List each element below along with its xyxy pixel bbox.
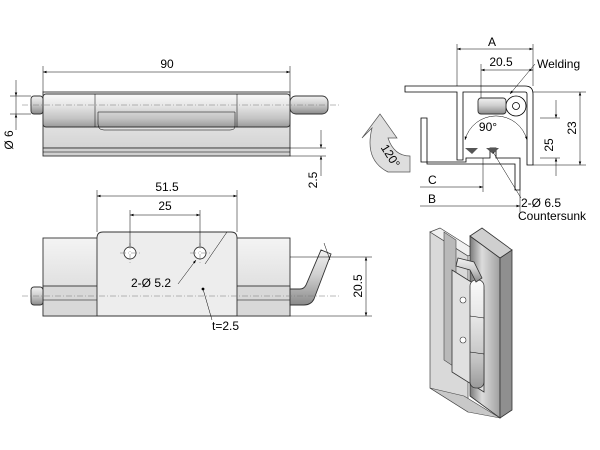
front-view-leaf bbox=[96, 231, 238, 317]
dim-overall-length: 90 bbox=[160, 57, 174, 71]
front-view: 51.5 25 2-Ø 5.2 20.5 t=2.5 bbox=[22, 180, 372, 333]
side-view-lower-leaf bbox=[420, 117, 521, 191]
note-countersunk: Countersunk bbox=[518, 209, 587, 223]
top-view-slot bbox=[97, 111, 236, 131]
side-view-upper-bracket bbox=[404, 85, 534, 166]
note-front-holes: 2-Ø 5.2 bbox=[131, 276, 171, 290]
dim-a-inner: 20.5 bbox=[489, 55, 513, 69]
dim-hole-spacing: 25 bbox=[158, 199, 172, 213]
dim-angle-90: 90° bbox=[479, 120, 497, 134]
dim-front-height: 20.5 bbox=[351, 274, 365, 298]
dim-pin-diameter: Ø 6 bbox=[2, 130, 16, 150]
rotate-arrow-icon bbox=[361, 113, 411, 173]
dim-leaf-width: 51.5 bbox=[155, 180, 179, 194]
front-view-bent-handle bbox=[289, 249, 332, 306]
top-view-barrel bbox=[42, 93, 291, 128]
iso-bent-handle bbox=[455, 257, 483, 283]
dim-side-offset: 25 bbox=[542, 138, 556, 152]
iso-hinge-barrel bbox=[469, 279, 485, 389]
isometric-view bbox=[429, 227, 513, 419]
dim-c: C bbox=[428, 173, 437, 187]
note-thickness: t=2.5 bbox=[212, 319, 239, 333]
side-view: 90° 120° A 20.5 Welding 23 25 C bbox=[361, 35, 587, 223]
dim-side-height: 23 bbox=[565, 121, 579, 135]
side-view-barrel bbox=[505, 95, 527, 117]
note-welding: Welding bbox=[537, 57, 580, 71]
dim-a: A bbox=[488, 35, 496, 49]
note-side-holes: 2-Ø 6.5 bbox=[521, 196, 561, 210]
dim-b: B bbox=[428, 192, 436, 206]
dim-plate-thickness: 2.5 bbox=[306, 171, 320, 188]
top-view: 90 Ø 6 2.5 bbox=[2, 57, 340, 188]
